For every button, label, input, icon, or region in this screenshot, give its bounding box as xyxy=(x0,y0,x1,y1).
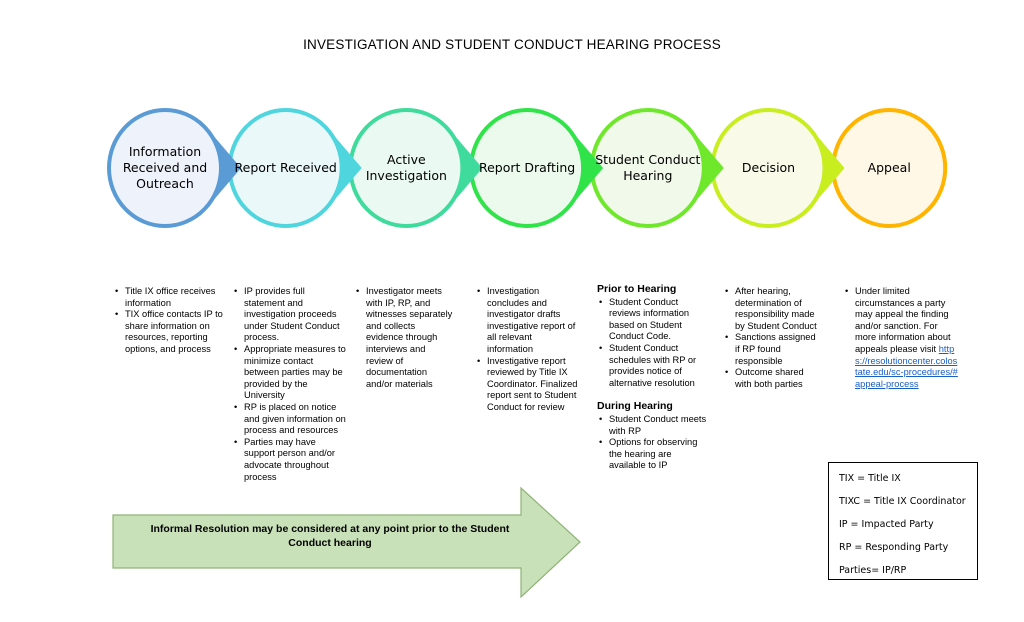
legend-item: Parties= IP/RP xyxy=(839,565,907,576)
details-active-investigation: Investigator meets with IP, RP, and witn… xyxy=(354,286,454,390)
legend-item: RP = Responding Party xyxy=(839,542,949,553)
details-report-received: IP provides full statement and investiga… xyxy=(232,286,347,483)
stage-label: Appeal xyxy=(867,160,911,175)
abbreviation-legend: TIX = Title IX TIXC = Title IX Coordinat… xyxy=(828,462,978,580)
stage-label: Decision xyxy=(741,160,796,175)
stage-shape xyxy=(348,108,483,228)
list-item: Outcome shared with both parties xyxy=(725,367,818,390)
list-item: Options for observing the hearing are av… xyxy=(599,437,707,472)
during-heading: During Hearing xyxy=(597,400,673,413)
appeal-text: Under limited circumstances a party may … xyxy=(855,286,951,354)
list-item: Investigator meets with IP, RP, and witn… xyxy=(356,286,454,390)
details-information-received: Title IX office receives informationTIX … xyxy=(113,286,223,356)
stage-shape xyxy=(107,108,241,228)
list-item: After hearing, determination of responsi… xyxy=(725,286,818,332)
list-item: Appropriate measures to minimize contact… xyxy=(234,344,347,402)
details-appeal: Under limited circumstances a party may … xyxy=(843,286,958,390)
details-decision: After hearing, determination of responsi… xyxy=(723,286,818,390)
informal-resolution-text: Informal Resolution may be considered at… xyxy=(150,523,510,549)
list-item: TIX office contacts IP to share informat… xyxy=(115,309,223,355)
details-student-conduct-hearing: Prior to Hearing Student Conduct reviews… xyxy=(597,283,707,472)
legend-item: TIXC = Title IX Coordinator xyxy=(839,496,966,507)
stage-shape xyxy=(227,108,362,228)
stage-label: Student Conduct Hearing xyxy=(595,152,701,183)
details-report-drafting: Investigation concludes and investigator… xyxy=(475,286,580,414)
list-item: Student Conduct reviews information base… xyxy=(599,297,707,343)
stage-circle xyxy=(107,108,223,228)
list-item: Student Conduct schedules with RP or pro… xyxy=(599,343,707,389)
stage-label: Active Investigation xyxy=(365,152,447,183)
list-item: Under limited circumstances a party may … xyxy=(845,286,958,390)
page-title: INVESTIGATION AND STUDENT CONDUCT HEARIN… xyxy=(303,37,721,52)
list-item: IP provides full statement and investiga… xyxy=(234,286,347,344)
list-item: Investigation concludes and investigator… xyxy=(477,286,580,356)
stage-shape xyxy=(469,108,604,228)
appeal-link[interactable]: https://resolutioncenter.colostate.edu/s… xyxy=(855,343,958,389)
stage-shape xyxy=(710,108,845,228)
stage-label: Information Received and Outreach xyxy=(122,144,208,191)
legend-item: IP = Impacted Party xyxy=(839,519,934,530)
stage-label: Report Drafting xyxy=(478,160,576,175)
list-item: Investigative report reviewed by Title I… xyxy=(477,356,580,414)
legend-item: TIX = Title IX xyxy=(839,473,901,484)
stage-label: Report Received xyxy=(234,160,337,175)
list-item: RP is placed on notice and given informa… xyxy=(234,402,347,437)
list-item: Student Conduct meets with RP xyxy=(599,414,707,437)
list-item: Parties may have support person and/or a… xyxy=(234,437,347,483)
list-item: Title IX office receives information xyxy=(115,286,223,309)
stage-shape xyxy=(589,108,724,228)
list-item: Sanctions assigned if RP found responsib… xyxy=(725,332,818,367)
informal-resolution-arrow xyxy=(112,486,581,599)
prior-heading: Prior to Hearing xyxy=(597,283,677,295)
